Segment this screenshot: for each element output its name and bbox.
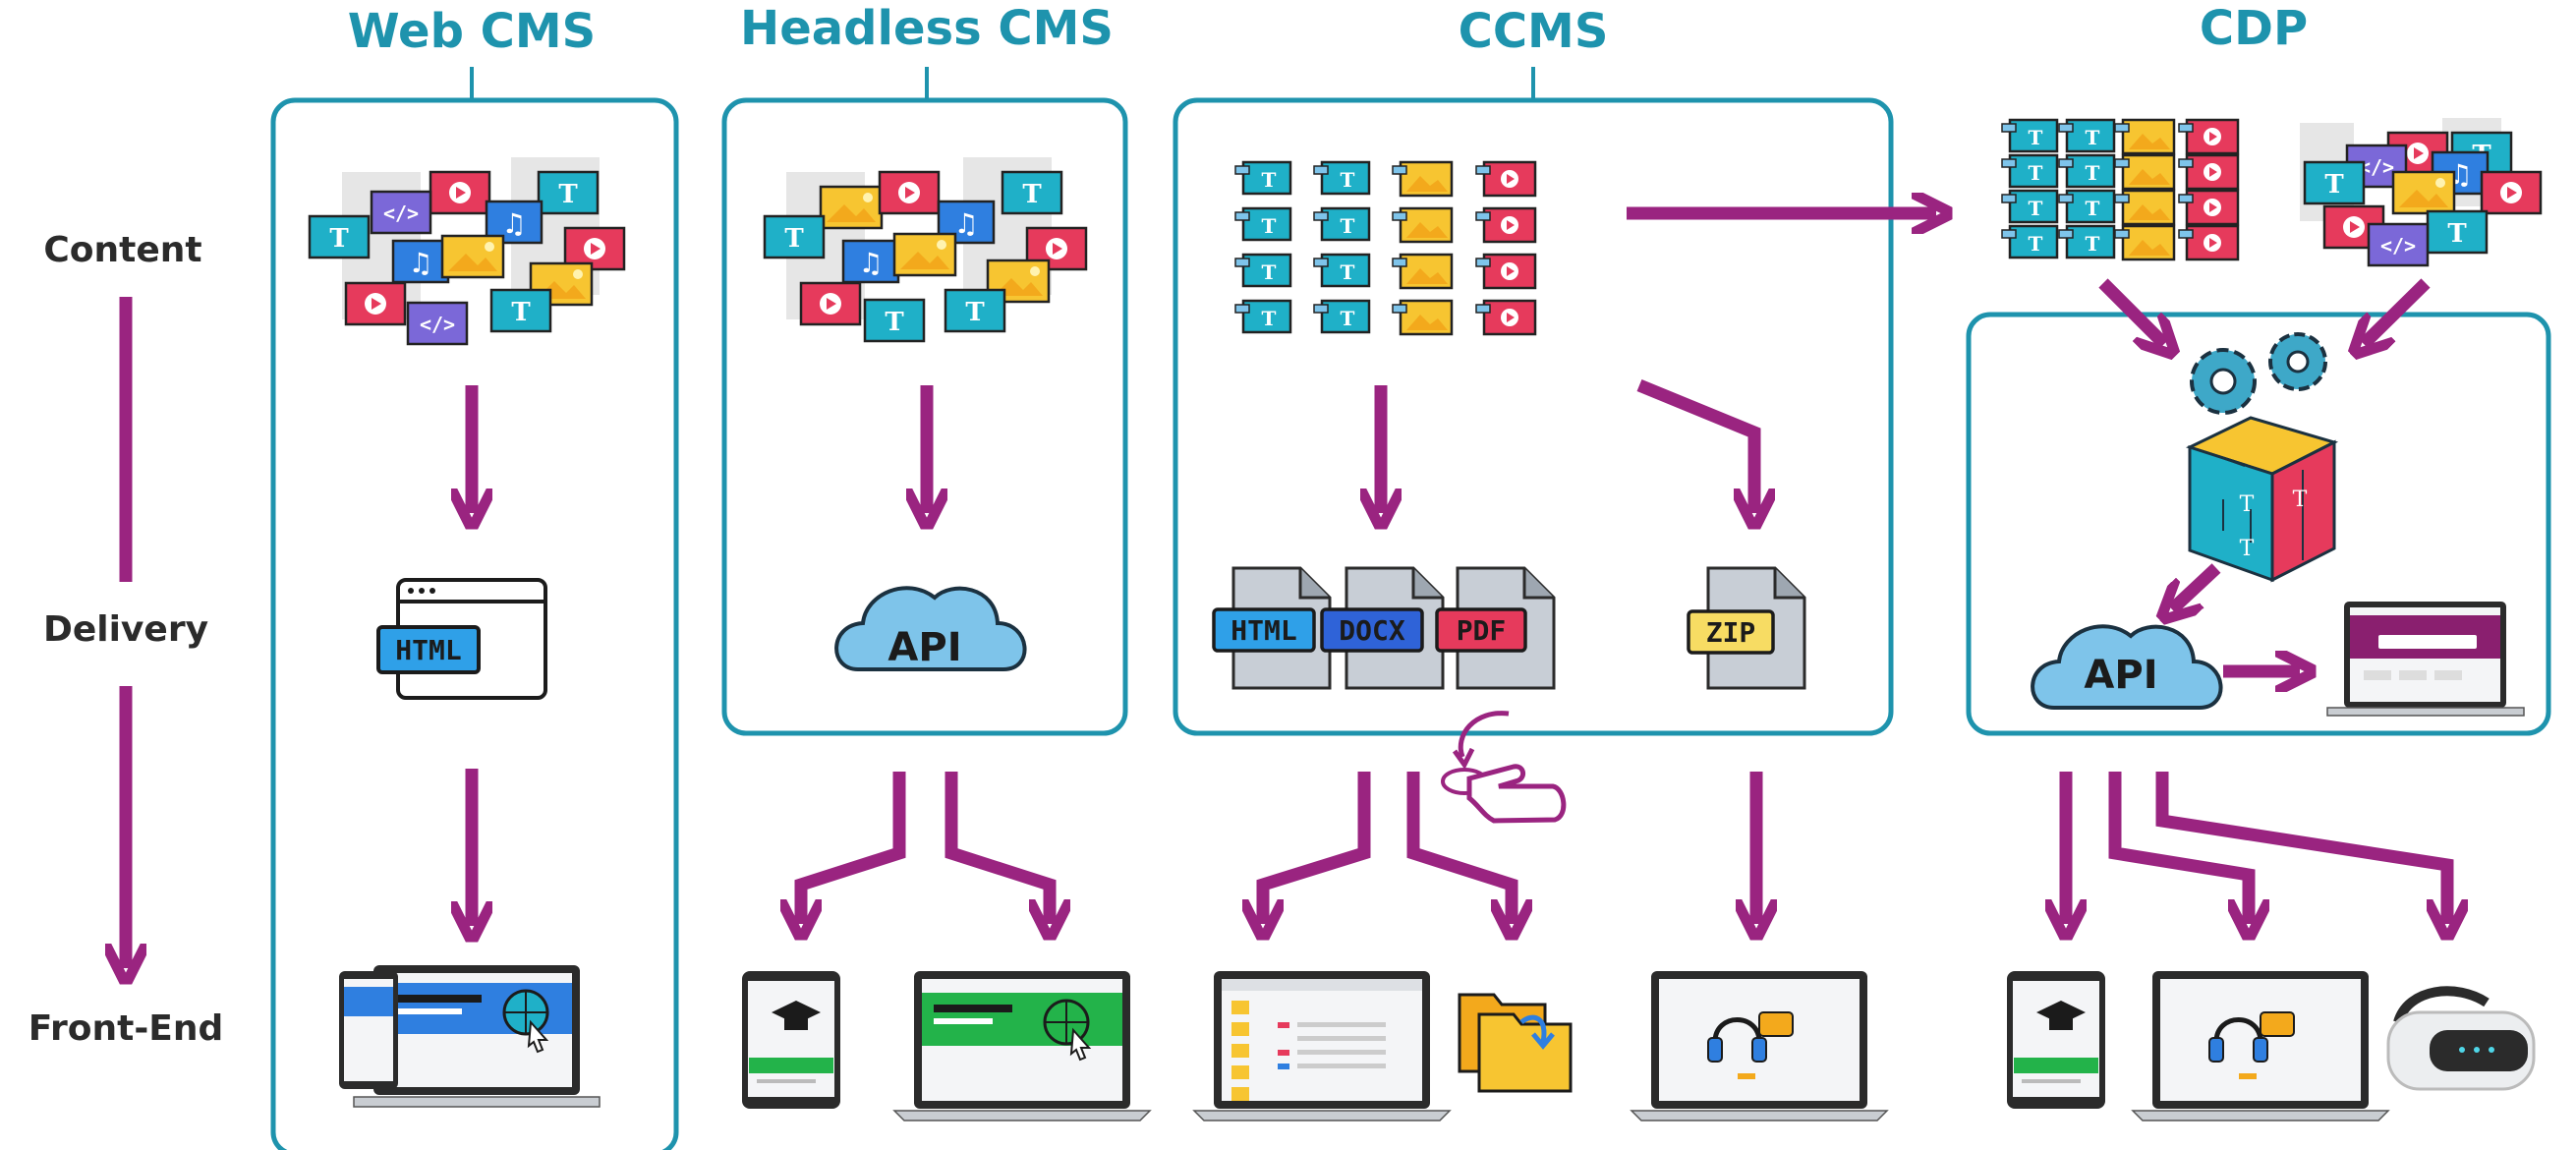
- cdp-arrow-to-support-laptop: [2108, 772, 2249, 924]
- ccms-output-documents: HTML DOCX PDF: [1212, 566, 1556, 690]
- vr-headset-icon: [2386, 986, 2536, 1091]
- web-cms-html-tag: HTML: [395, 634, 461, 666]
- headless-tablet-elearning: [742, 971, 840, 1109]
- cdp-arrow-to-vr-headset: [2155, 772, 2447, 924]
- ccms-zip-document: ZIP: [1687, 566, 1806, 690]
- cdp-tablet-elearning: [2007, 971, 2105, 1109]
- content-cube-icon: T T T: [2185, 416, 2339, 583]
- cdp-support-laptop: [2132, 970, 2389, 1121]
- gears-icon: [2190, 332, 2327, 415]
- svg-text:T: T: [2240, 537, 2255, 561]
- row-label-content: Content: [43, 230, 201, 270]
- ccms-tagged-components: [1233, 160, 1537, 336]
- pointing-hand-icon: [1441, 711, 1567, 824]
- row-label-delivery: Delivery: [43, 609, 208, 650]
- ccms-docx-tag: DOCX: [1339, 614, 1405, 647]
- cdp-api-cloud: API: [2031, 624, 2223, 710]
- cdp-arrow-cube-to-api: [2172, 563, 2221, 609]
- ccms-arrow-to-laptop: [1263, 772, 1371, 924]
- svg-text:T: T: [2240, 492, 2255, 517]
- headless-content-cluster: [763, 157, 1088, 343]
- title-ccms: CCMS: [1459, 4, 1609, 59]
- headless-arrow-to-tablet: [801, 772, 906, 924]
- ccms-arrow-to-folder: [1406, 772, 1512, 924]
- headless-cms-box: [721, 97, 1128, 736]
- web-cms-box: [270, 97, 679, 1150]
- cdp-api-label: API: [2084, 653, 2157, 698]
- headless-api-label: API: [887, 625, 961, 670]
- row-label-frontend: Front-End: [29, 1008, 224, 1049]
- ccms-arrow-content-zip: [1636, 378, 1754, 513]
- cdp-box: [1966, 312, 2551, 736]
- ccms-box: [1173, 97, 1894, 736]
- svg-text:T: T: [2293, 488, 2308, 512]
- html-browser-icon: HTML: [376, 578, 547, 700]
- ccms-html-tag: HTML: [1231, 614, 1296, 647]
- title-headless-cms: Headless CMS: [740, 1, 1114, 56]
- ccms-pdf-tag: PDF: [1457, 614, 1507, 647]
- headless-arrow-to-laptop: [945, 772, 1050, 924]
- title-cdp: CDP: [2200, 1, 2308, 56]
- download-folder-icon: [1458, 993, 1573, 1093]
- cdp-other-content-cluster: [2300, 118, 2543, 267]
- ccms-file-explorer-laptop: [1193, 970, 1451, 1121]
- ccms-zip-tag: ZIP: [1706, 616, 1756, 649]
- cdp-tagged-components: [2000, 118, 2240, 261]
- headless-api-cloud: API: [834, 586, 1027, 671]
- title-web-cms: Web CMS: [348, 4, 596, 59]
- cdp-arrow-content-to-engine: [2364, 278, 2431, 344]
- web-cms-content-cluster: [308, 157, 626, 346]
- cdp-arrow-components-to-engine: [2098, 278, 2164, 344]
- ccms-support-laptop: [1631, 970, 1888, 1121]
- cdp-web-laptop: [2326, 602, 2525, 717]
- headless-laptop-green: [893, 970, 1151, 1121]
- web-cms-responsive-devices: [339, 965, 601, 1108]
